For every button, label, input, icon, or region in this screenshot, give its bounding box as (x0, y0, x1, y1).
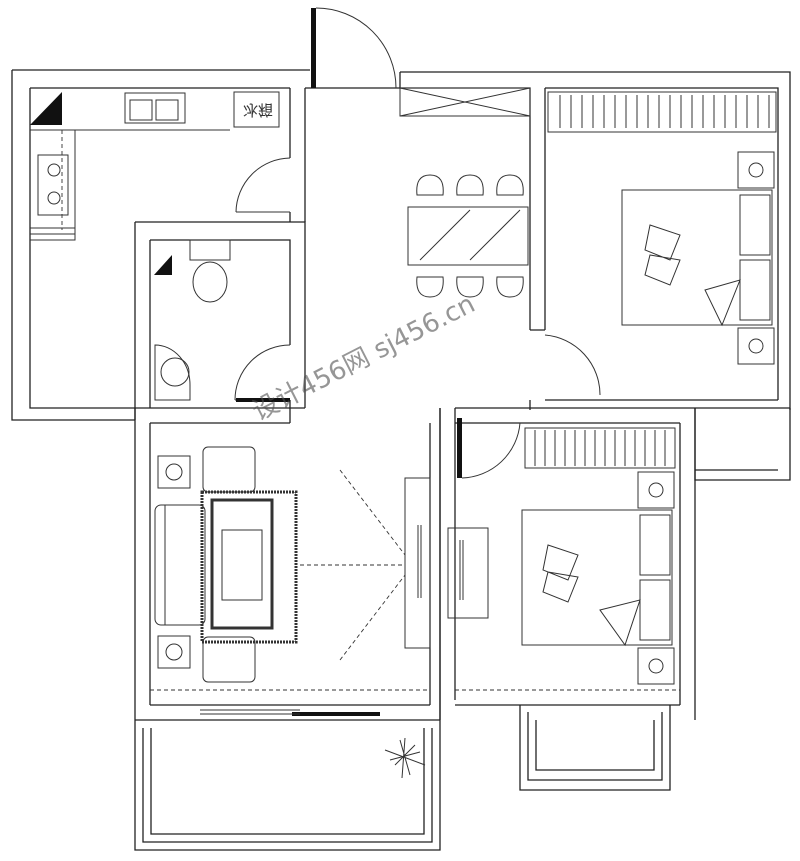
fridge-icon (233, 91, 280, 128)
armchair (202, 636, 256, 683)
washbasin-icon (154, 344, 191, 401)
side-table (157, 635, 191, 669)
nightstand (637, 471, 675, 509)
nightstand (637, 647, 675, 685)
kitchen-door (235, 157, 291, 213)
tv-cabinet (404, 477, 431, 649)
plant-icon (384, 737, 426, 779)
side-table (157, 455, 191, 489)
stove-icon (37, 154, 69, 216)
living-room (134, 408, 441, 721)
rug (200, 490, 298, 644)
coffee-table (210, 498, 274, 630)
kitchen (11, 69, 310, 421)
dining-chairs (416, 174, 524, 298)
dining-area (399, 72, 531, 330)
wardrobe (524, 427, 676, 469)
sofa (154, 504, 206, 626)
nightstand (737, 327, 775, 365)
nightstand (737, 151, 775, 189)
second-bedroom-door (461, 422, 521, 479)
second-bedroom (439, 408, 696, 791)
bathroom (134, 221, 306, 420)
fridge-label: 冰箱 (242, 101, 273, 119)
wardrobe (547, 91, 777, 133)
master-bedroom (400, 71, 791, 481)
double-bed (521, 509, 673, 646)
wardrobe-cabinet (447, 527, 489, 619)
armchair (202, 446, 256, 493)
entrance-door (315, 7, 397, 89)
entrance (304, 7, 400, 222)
double-bed (621, 189, 773, 326)
master-bedroom-door (544, 334, 601, 396)
dining-table (407, 206, 529, 266)
toilet-icon (192, 261, 228, 303)
balcony (134, 720, 441, 851)
sink-icon (124, 92, 186, 124)
